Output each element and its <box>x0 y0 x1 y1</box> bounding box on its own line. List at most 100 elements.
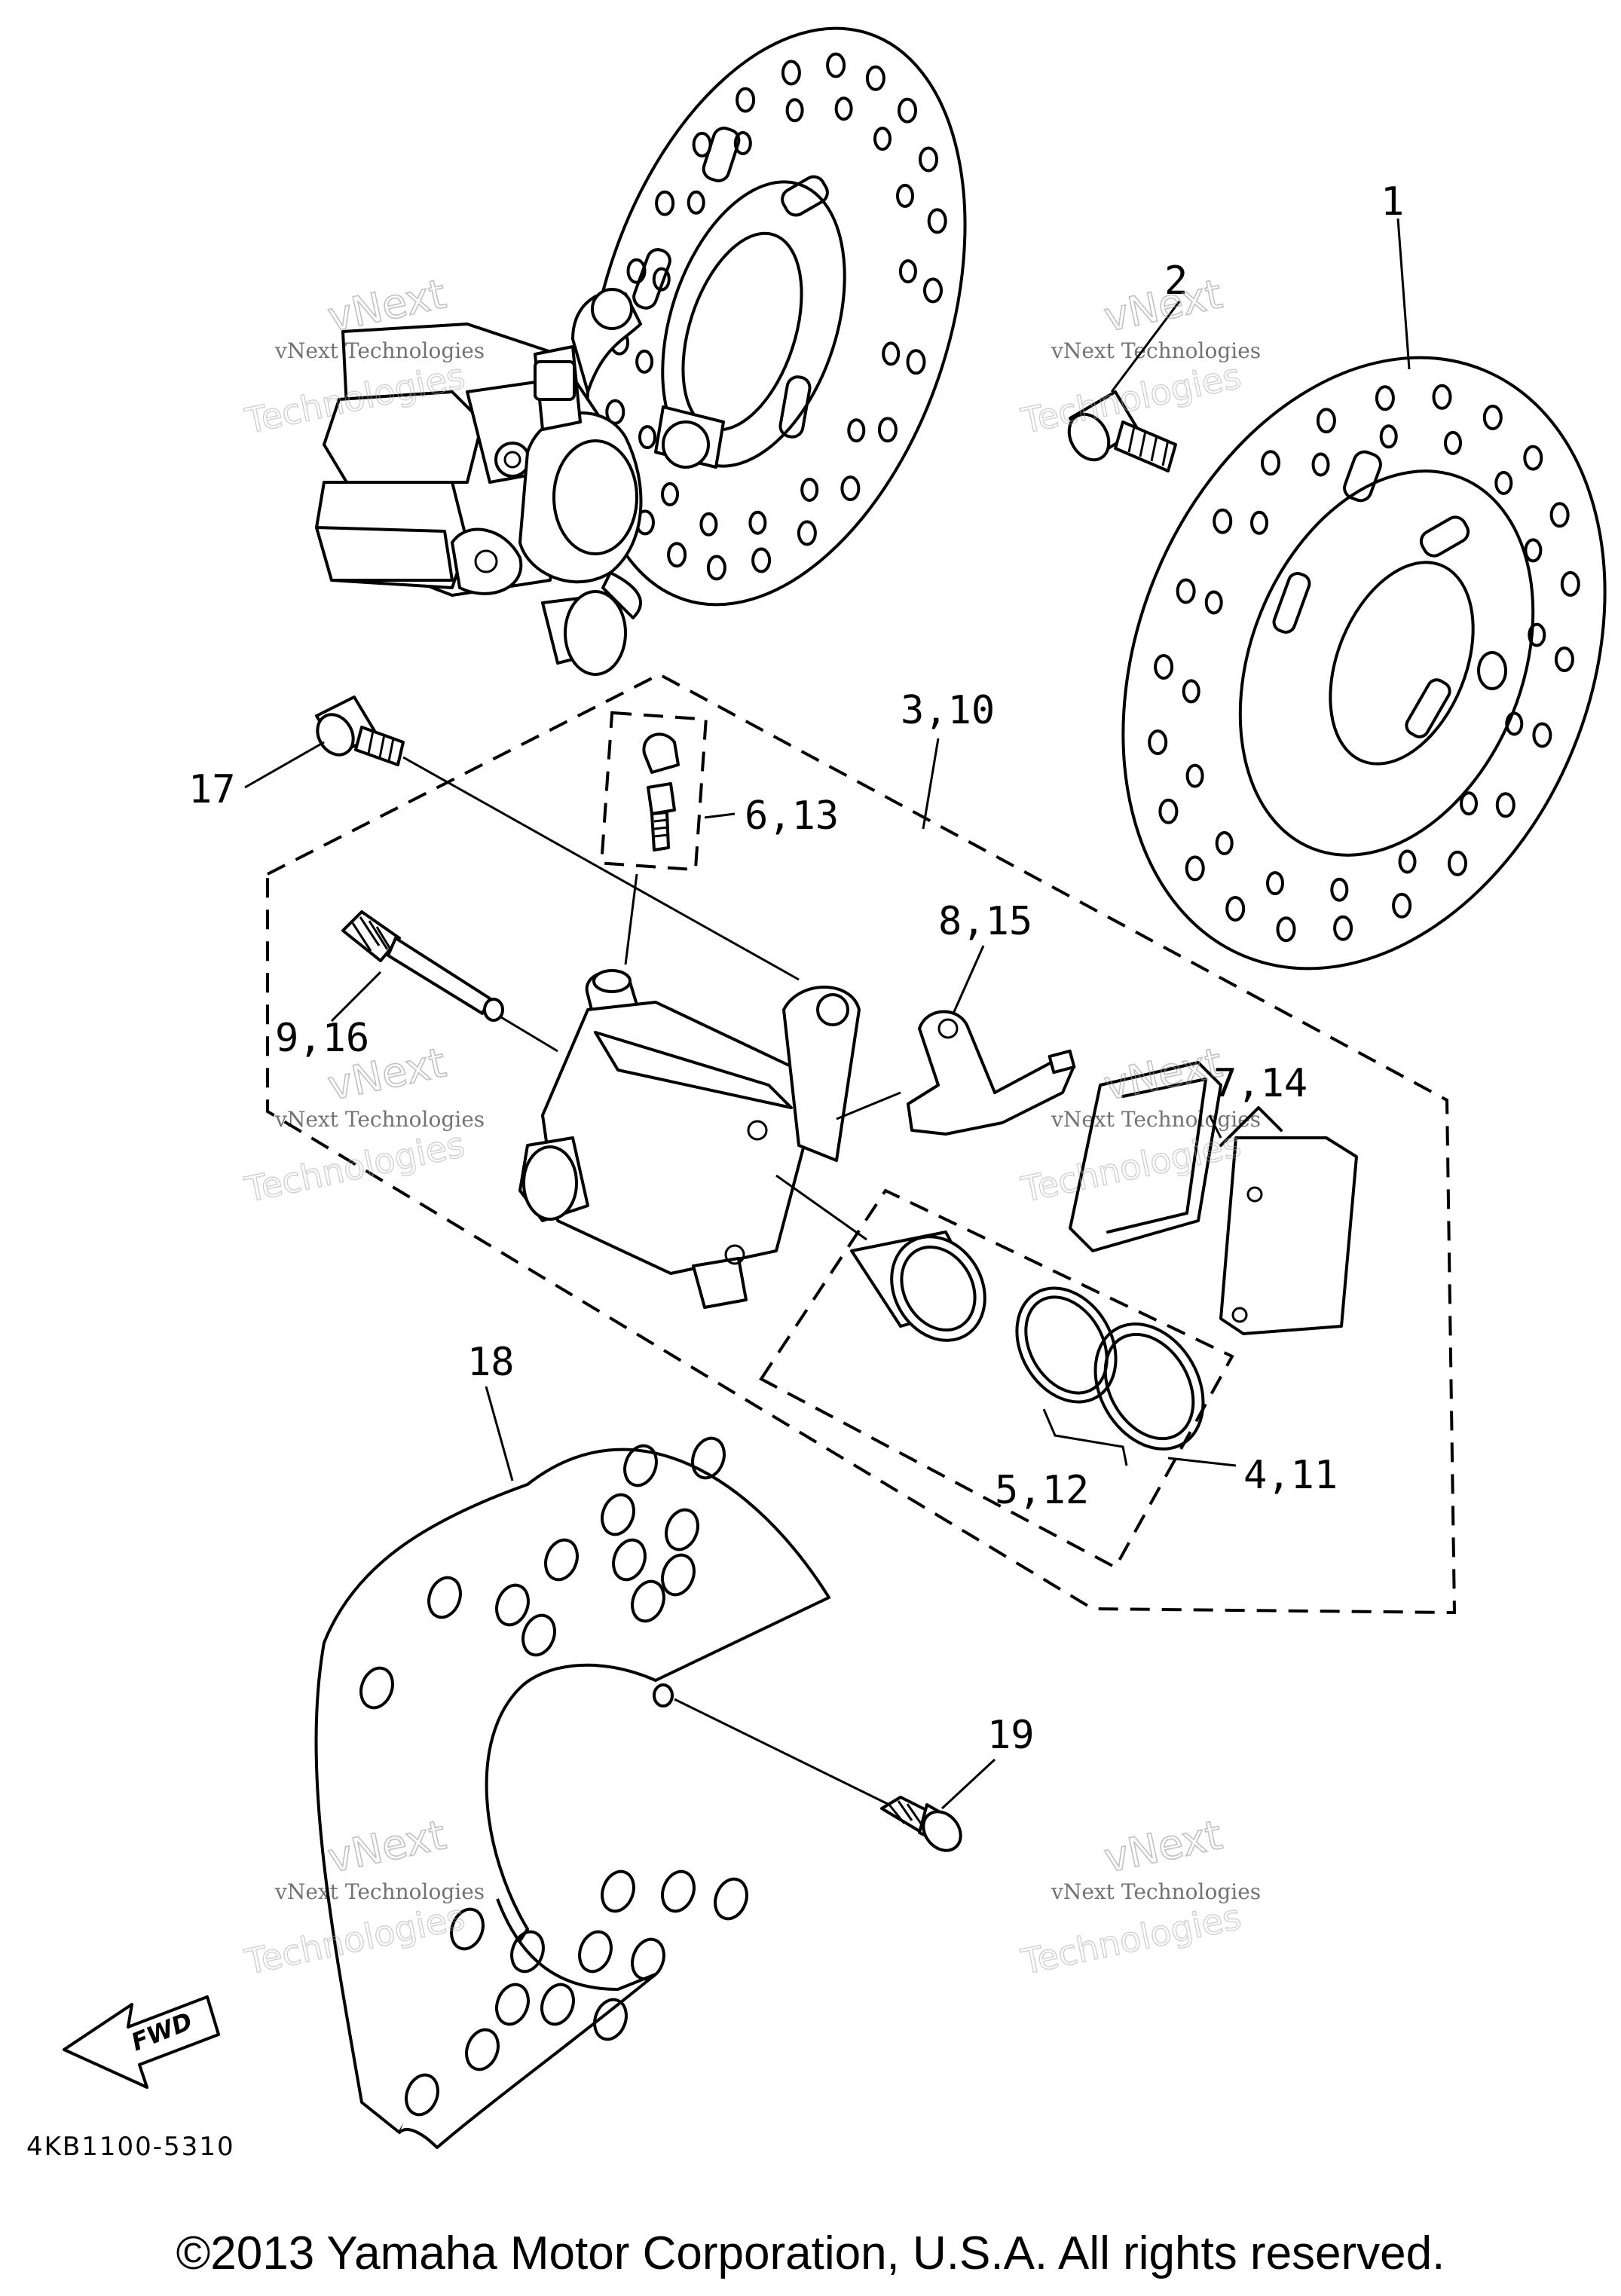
leader-19-axis <box>674 1698 890 1806</box>
leader-17-axis <box>402 756 800 981</box>
disc-hole <box>1176 578 1196 604</box>
disc-hole <box>877 417 898 443</box>
leader-9-16-axis <box>500 1016 558 1053</box>
disc-hole <box>1333 915 1353 941</box>
disc-hole <box>1261 450 1280 476</box>
disc-hole <box>652 267 671 292</box>
guard-hole <box>631 1937 665 1981</box>
disc-hole <box>655 190 675 216</box>
guard-hole <box>665 1508 699 1552</box>
label-3-10: 3,10 <box>901 688 995 733</box>
disc-hole <box>706 555 726 581</box>
kit-outline-3-10 <box>266 672 1457 1615</box>
piston <box>850 1231 986 1342</box>
piston-seals <box>1015 1286 1205 1451</box>
disc-hole <box>1524 538 1543 563</box>
disc-hole <box>1560 570 1580 597</box>
svg-text:vNext Technologies: vNext Technologies <box>274 1107 485 1132</box>
disc-hole <box>797 520 817 546</box>
disc-hole <box>1444 430 1462 455</box>
disc-hole <box>1532 722 1552 748</box>
guard-hole <box>631 1579 665 1623</box>
disc-hole <box>1185 763 1204 788</box>
guard-hole <box>495 1583 530 1627</box>
disc-hole <box>687 190 705 215</box>
disc-hole <box>865 65 885 91</box>
label-1: 1 <box>1381 179 1404 225</box>
disc-hole <box>1158 798 1179 824</box>
label-4-11: 4,11 <box>1243 1453 1338 1498</box>
disc-hole <box>882 341 901 366</box>
diagram-code: 4KB1100-5310 <box>26 2132 235 2162</box>
leader-8-15 <box>952 945 985 1014</box>
disc-hole <box>1316 408 1336 434</box>
disc-hole <box>1448 850 1467 876</box>
svg-text:vNext Technologies: vNext Technologies <box>1051 1879 1261 1904</box>
disc-hole <box>1311 452 1330 477</box>
disc-hole <box>1185 855 1205 882</box>
guard-hole <box>661 1553 696 1597</box>
disc-hole <box>1266 871 1284 896</box>
watermark-mid-left: vNext Technologies vNext Technologies <box>240 1038 485 1210</box>
svg-text:vNext Technologies: vNext Technologies <box>1051 1107 1261 1132</box>
leader-6-13-axis <box>624 873 638 965</box>
caliper-body <box>518 969 861 1309</box>
copyright-notice: ©2013 Yamaha Motor Corporation, U.S.A. A… <box>176 2227 1445 2279</box>
guard-hole <box>714 1877 748 1921</box>
fwd-arrow: FWD <box>63 1995 220 2089</box>
label-2: 2 <box>1164 258 1188 304</box>
leader-17 <box>244 741 325 789</box>
guard-hole <box>601 1870 635 1913</box>
guard-hole <box>359 1666 394 1710</box>
leader-piston <box>775 1174 867 1241</box>
bleed-screw-item-6-13 <box>642 732 680 851</box>
svg-text:vNext Technologies: vNext Technologies <box>274 1879 485 1904</box>
guard-hole <box>544 1538 579 1582</box>
svg-text:Technologies: Technologies <box>241 1124 468 1210</box>
disc-hole <box>840 475 861 502</box>
label-18: 18 <box>467 1340 515 1385</box>
label-8-15: 8,15 <box>938 899 1032 944</box>
bolt-item-19 <box>880 1796 962 1852</box>
guard-hole <box>521 1613 556 1657</box>
guard-hole <box>601 1493 635 1536</box>
leader-1 <box>1396 218 1411 370</box>
disc-hole <box>1154 654 1174 680</box>
disc-holes <box>605 52 947 581</box>
svg-text:vNext Technologies: vNext Technologies <box>274 338 485 363</box>
guard-hole <box>661 1870 696 1913</box>
label-5-12: 5,12 <box>995 1468 1089 1513</box>
disc-hole <box>927 208 947 234</box>
disc-hole <box>638 425 656 450</box>
disc-guard-item-18 <box>314 1436 830 2149</box>
svg-text:vNext: vNext <box>1100 1811 1226 1882</box>
guard-hole <box>405 2073 439 2117</box>
leader-6-13 <box>704 812 736 819</box>
disc-hole <box>896 183 914 208</box>
disc-hole <box>1460 791 1478 816</box>
label-7-14: 7,14 <box>1213 1061 1308 1106</box>
disc-hole <box>1549 502 1570 528</box>
disc-hole <box>1505 711 1524 736</box>
label-17: 17 <box>188 767 236 812</box>
disc-hole <box>898 259 917 284</box>
disc-hole <box>1375 385 1395 411</box>
bleed-screw-box <box>600 711 708 872</box>
assembled-caliper <box>315 288 725 676</box>
disc-hole <box>1495 792 1515 818</box>
disc-holes <box>1148 384 1580 943</box>
label-9-16: 9,16 <box>275 1016 369 1061</box>
brake-pads-item-7-14 <box>1069 1061 1358 1335</box>
disc-hole <box>1523 445 1543 471</box>
disc-hole <box>873 127 892 151</box>
disc-hole <box>1432 384 1452 410</box>
disc-hole <box>834 96 853 121</box>
label-6-13: 6,13 <box>745 793 839 839</box>
brake-disc-item-1 <box>1121 356 1607 971</box>
guard-hole <box>510 1930 545 1973</box>
disc-hole <box>1482 405 1503 430</box>
seal-kit-box <box>759 1188 1234 1570</box>
part-labels: 1 2 3,10 6,13 17 8,15 9,16 7,14 4,11 5,1… <box>26 179 1404 2162</box>
guard-hole <box>450 1907 485 1951</box>
guard-hole <box>495 1983 530 2026</box>
